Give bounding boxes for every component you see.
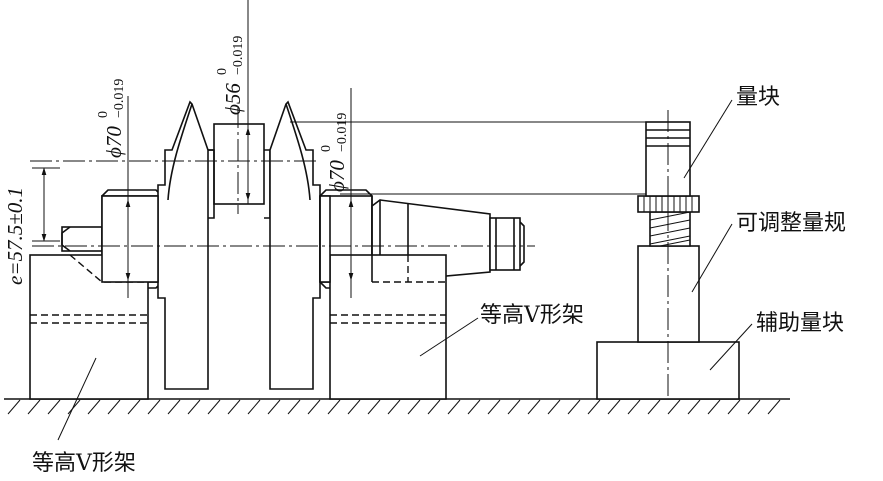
center-lines [30, 106, 535, 247]
dim-d70-left-main: ϕ70 [102, 126, 126, 158]
threaded-end [489, 217, 521, 271]
dimension-lines [32, 0, 354, 298]
label-v-block-left: 等高V形架 [32, 451, 136, 476]
gauge-stack [596, 110, 740, 400]
label-v-block-right: 等高V形架 [480, 303, 584, 328]
leader-lines [57, 99, 753, 441]
dim-d70-right-upper: 0 [319, 145, 334, 152]
left-shaft-stub [61, 226, 103, 252]
dim-d70-right-lower: −0.019 [335, 113, 350, 152]
dim-d70-left: ϕ70 0 −0.019 [96, 79, 127, 158]
dim-d56-main: ϕ56 [221, 83, 245, 115]
dim-d56-lower: −0.019 [231, 36, 246, 75]
dim-d70-left-upper: 0 [96, 111, 111, 118]
label-adjustable-gauge: 可调整量规 [736, 211, 846, 236]
right-v-block [329, 254, 447, 400]
extension-lines [290, 121, 646, 195]
dim-d70-right: ϕ70 0 −0.019 [319, 113, 350, 192]
v-blocks [29, 254, 447, 400]
dim-d56-upper: 0 [215, 68, 230, 75]
label-gauge-block: 量块 [736, 85, 780, 110]
dim-d70-right-main: ϕ70 [325, 160, 349, 192]
crankpin [213, 123, 265, 205]
label-aux-gauge-block: 辅助量块 [756, 311, 844, 336]
dim-e-text: e=57.5±0.1 [3, 187, 27, 285]
dim-e: e=57.5±0.1 [3, 187, 27, 285]
dim-d70-left-lower: −0.019 [112, 79, 127, 118]
dim-d56: ϕ56 0 −0.019 [215, 36, 246, 115]
right-crank-web [269, 100, 321, 390]
surface-plate [4, 398, 790, 415]
